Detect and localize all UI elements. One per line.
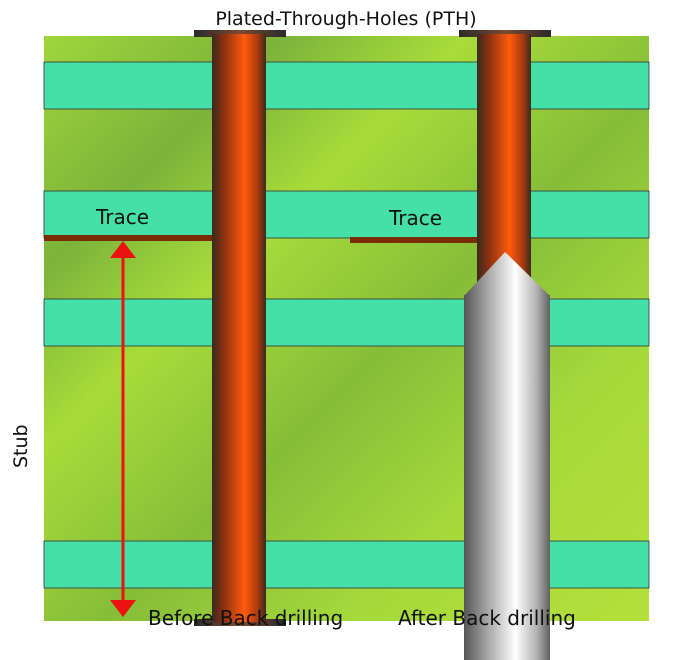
via-barrel-left: [212, 34, 266, 622]
after-backdrill-caption: After Back drilling: [398, 606, 576, 630]
pad-bottom-left: [194, 619, 286, 626]
trace-left: [44, 235, 214, 241]
copper-layer-3: [43, 298, 650, 347]
pad-top-right: [459, 30, 551, 37]
trace-right: [350, 237, 480, 243]
pth-before-backdrill: [194, 30, 286, 626]
copper-layer-1: [43, 61, 650, 110]
trace-label-left: Trace: [96, 205, 150, 229]
pad-top-left: [194, 30, 286, 37]
copper-layer-2: [43, 190, 650, 239]
via-barrel-right: [477, 34, 531, 286]
stub-label: Stub: [10, 424, 32, 468]
stub-arrow: [110, 241, 136, 617]
pth-after-backdrill: [459, 30, 551, 660]
trace-label-right: Trace: [389, 206, 443, 230]
drill-tip: [464, 252, 550, 296]
diagram-title: Plated-Through-Holes (PTH): [215, 8, 477, 30]
drill-bit: [464, 295, 550, 660]
before-backdrill-caption: Before Back drilling: [148, 606, 344, 630]
copper-layer-4: [43, 540, 650, 589]
